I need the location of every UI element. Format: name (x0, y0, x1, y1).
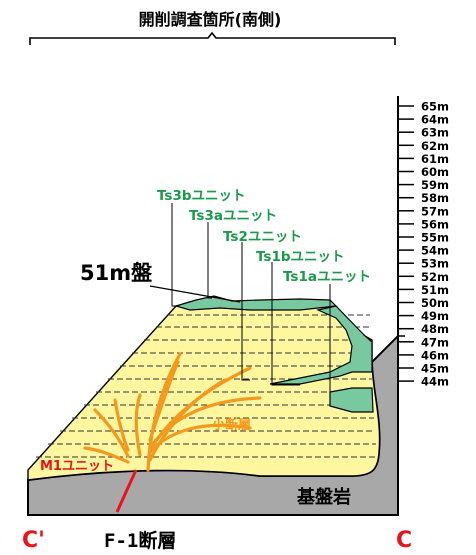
ts2-unit-label: Ts2ユニット (223, 229, 302, 245)
scale-label: 51m (421, 283, 449, 297)
left-end-label: C' (22, 528, 45, 553)
section-title: 開削調査箇所(南側) (139, 10, 282, 29)
ts-unit-green-right (269, 305, 373, 385)
scale-label: 49m (421, 309, 449, 323)
scale-label: 64m (421, 113, 449, 127)
scale-label: 47m (421, 335, 449, 349)
ts3b-unit-label: Ts3bユニット (157, 188, 246, 204)
ts1b-unit-label: Ts1bユニット (256, 249, 345, 265)
scale-label: 61m (421, 152, 449, 166)
unit-leader-lines (171, 203, 331, 404)
scale-label: 65m (421, 100, 449, 114)
m1-unit-label: M1ユニット (40, 459, 114, 474)
title-brace (29, 31, 396, 45)
scale-label: 59m (421, 178, 449, 192)
scale-label: 56m (421, 217, 449, 231)
small-faults (83, 352, 262, 472)
ts-unit-green-top (173, 295, 338, 311)
platform-51m-label: 51m盤 (80, 261, 153, 285)
ts3a-unit-label: Ts3aユニット (189, 208, 277, 224)
scale-label: 54m (421, 244, 449, 258)
scale-label: 53m (421, 257, 449, 271)
scale-label: 46m (421, 348, 449, 362)
scale-label: 52m (421, 270, 449, 284)
f1-fault-line (115, 469, 138, 513)
scale-label: 62m (421, 139, 449, 153)
scale-label: 58m (421, 191, 449, 205)
ts1a-unit-label: Ts1aユニット (283, 269, 371, 285)
f1-fault-label: F-1断層 (104, 529, 176, 552)
ts-unit-green-lower (329, 387, 374, 413)
scale-label: 44m (421, 375, 449, 389)
scale-label: 63m (421, 126, 449, 140)
scale-label: 50m (421, 296, 449, 310)
scale-label: 57m (421, 204, 449, 218)
platform-51m-pointer (149, 285, 241, 303)
right-end-label: C (396, 528, 412, 553)
scale-label: 60m (421, 165, 449, 179)
small-fault-label: 小断層 (212, 417, 251, 433)
scale-label: 48m (421, 322, 449, 336)
bedrock-label: 基盤岩 (296, 486, 351, 508)
elevation-scale: 65m64m63m62m61m60m59m58m57m56m55m54m53m5… (397, 96, 449, 496)
scale-label: 45m (421, 362, 449, 376)
strata-lines (36, 314, 376, 458)
scale-label: 55m (421, 231, 449, 245)
